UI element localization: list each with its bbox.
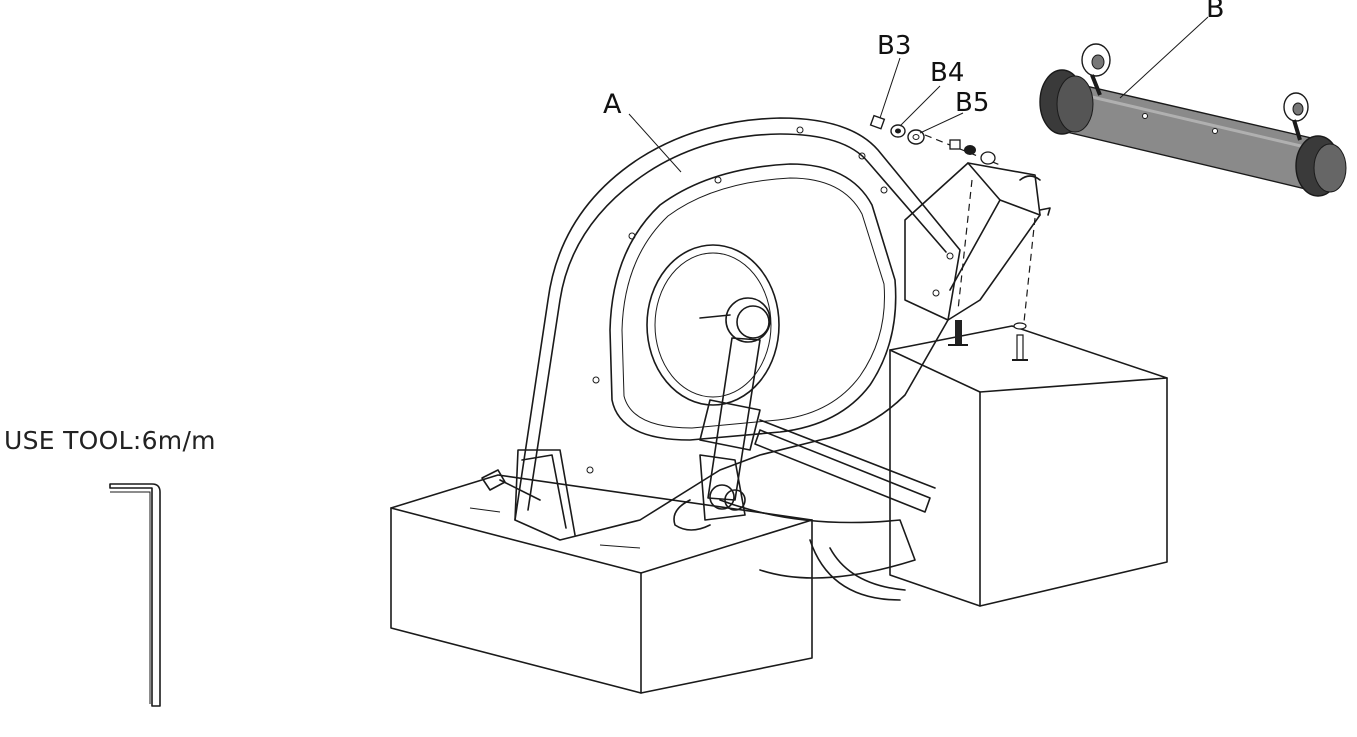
hardware-b3-b4-b5 [869, 114, 1028, 361]
nut-b4-icon [890, 124, 906, 138]
use-tool-label: USE TOOL:6m/m [4, 426, 216, 455]
left-hardware [469, 469, 641, 549]
main-frame-a [514, 117, 961, 541]
bottom-bolts [948, 320, 1028, 361]
label-b: B [1206, 0, 1225, 24]
label-b5: B5 [955, 88, 989, 118]
bolt-pair-right [949, 139, 996, 165]
label-b4: B4 [930, 58, 964, 88]
right-support-block [889, 325, 1168, 607]
washer-b5-icon [907, 129, 925, 145]
left-support-block [390, 474, 813, 694]
label-b3: B3 [877, 31, 911, 61]
transport-wheel-icon [1081, 43, 1111, 96]
bolt-b3-icon [869, 114, 886, 130]
crank-arm [673, 297, 771, 531]
frame-screw-holes [586, 126, 954, 474]
bracket-arm [904, 162, 1051, 321]
transport-wheel-icon [1283, 92, 1309, 141]
leader-lines [628, 16, 1209, 173]
label-a: A [603, 89, 622, 120]
assembly-guide-lines [924, 134, 1036, 323]
rear-stabilizer-tube-b [1039, 43, 1347, 197]
allen-key-icon [109, 483, 161, 707]
